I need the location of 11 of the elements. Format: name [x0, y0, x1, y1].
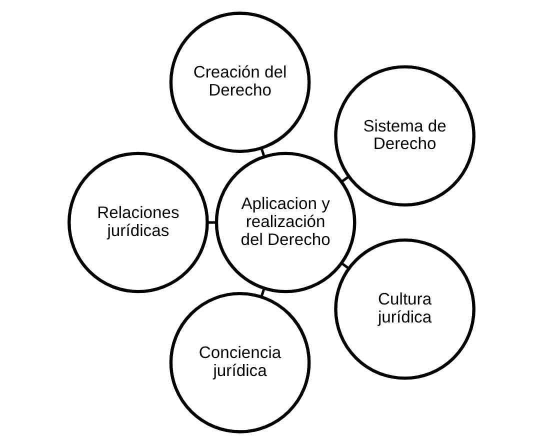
connector — [340, 262, 349, 270]
node-circle: Conciencia jurídica — [168, 292, 310, 434]
node-circle: Aplicacion y realización del Derecho — [214, 152, 356, 294]
connector — [260, 148, 265, 157]
node-circle: Sistema de Derecho — [334, 65, 475, 207]
connector — [260, 288, 265, 297]
node-circle: Creación del Derecho — [168, 12, 310, 154]
node-circle: Cultura jurídica — [334, 238, 475, 380]
connector — [207, 221, 216, 224]
node-circle: Relaciones jurídicas — [67, 152, 208, 294]
connector — [340, 176, 349, 183]
